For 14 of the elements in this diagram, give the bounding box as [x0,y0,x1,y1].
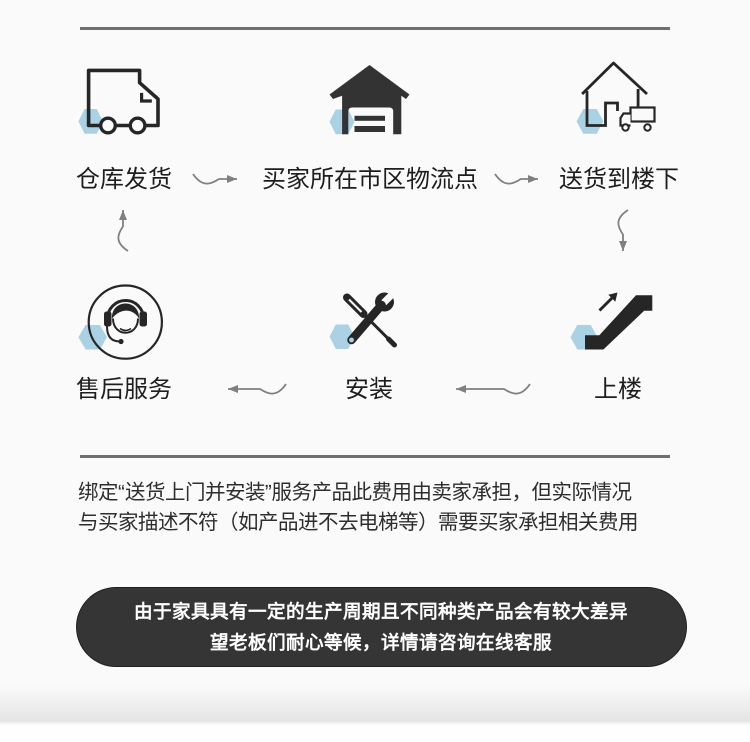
notice-banner: 由于家具具有一定的生产周期且不同种类产品会有较大差异望老板们耐心等候，详情请咨询在线客服 [76,587,686,667]
step-label: 送货到楼下 [559,164,679,195]
note-text: 绑定“送货上门并安装”服务产品此费用由卖家承担，但实际情况与买家描述不符（如产品进不去电梯等）需要买家承担相关费用 [78,480,638,536]
step-label: 上楼 [594,374,642,405]
arrow [618,209,629,251]
arrow [494,173,538,184]
step-label: 安装 [345,374,393,405]
arrow [118,210,129,252]
arrow [456,383,531,394]
step-label: 买家所在市区物流点 [262,164,478,195]
arrow [192,173,237,184]
arrow [228,383,287,394]
step-label: 售后服务 [76,374,172,405]
step-label: 仓库发货 [76,164,172,195]
